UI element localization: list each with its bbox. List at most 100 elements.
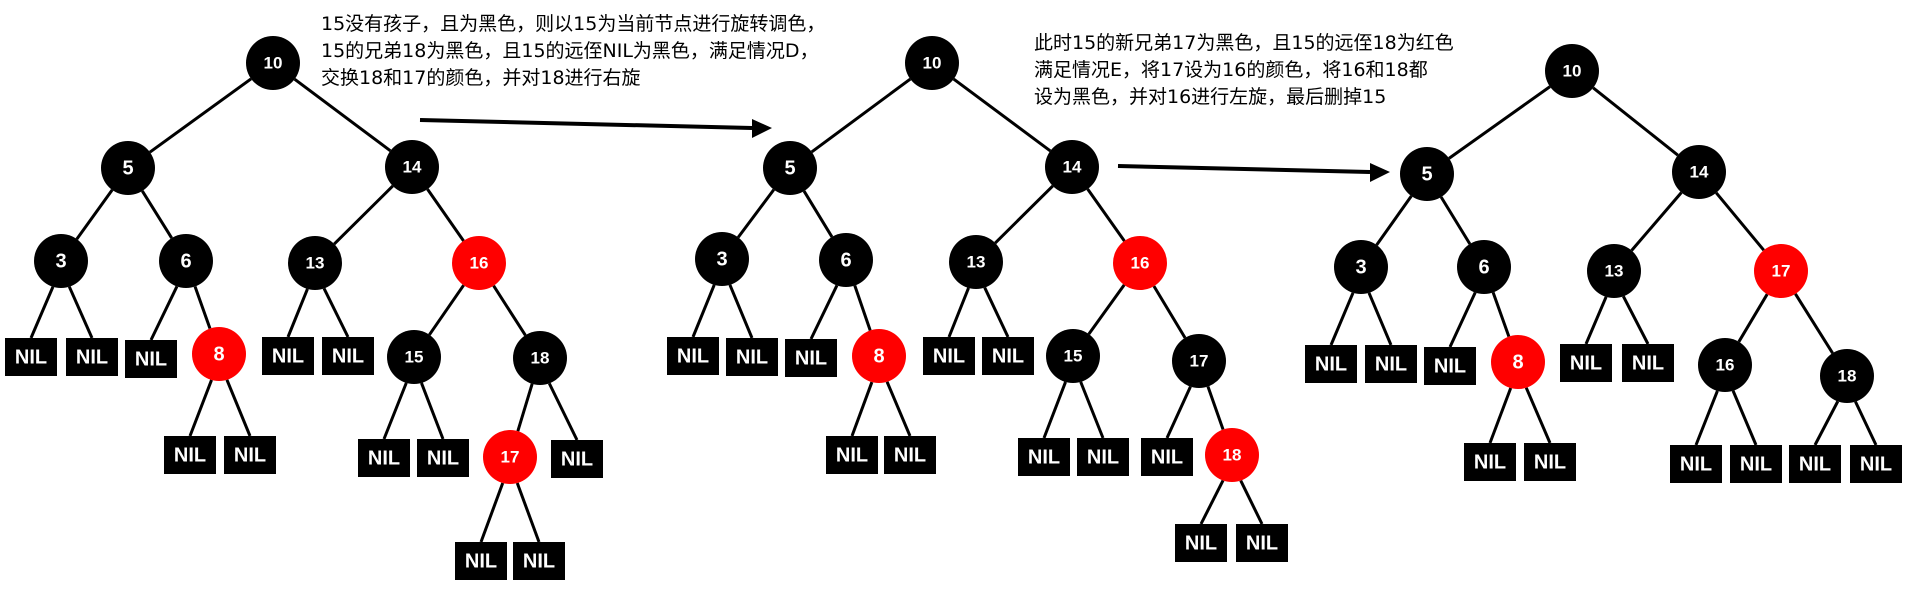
nil-box xyxy=(1730,445,1782,483)
red-node-circle xyxy=(1205,428,1259,482)
tree-edge xyxy=(1086,188,1126,242)
node-label: NIL xyxy=(1680,453,1712,475)
tree-edge xyxy=(1079,381,1105,439)
node-label: NIL xyxy=(1028,446,1060,468)
tree-edge xyxy=(547,382,579,441)
red-node-circle xyxy=(483,430,537,484)
nil-box xyxy=(455,542,507,580)
arrowhead-icon xyxy=(1370,163,1390,182)
node-label: NIL xyxy=(174,444,206,466)
nil-box xyxy=(417,439,469,477)
node-15: 15 xyxy=(1046,329,1100,383)
node-18: 18 xyxy=(1205,428,1259,482)
arrowhead-icon xyxy=(752,119,772,138)
node-label: 13 xyxy=(1605,261,1624,280)
caption-line: 设为黑色，并对16进行左旋，最后删掉15 xyxy=(1034,86,1387,108)
node-label: NIL xyxy=(1434,355,1466,377)
nil-box xyxy=(1789,445,1841,483)
nil-box xyxy=(1365,345,1417,383)
tree-edge xyxy=(322,287,350,338)
tree-edge xyxy=(1622,295,1650,345)
tree-edges xyxy=(1329,85,1878,446)
node-6: 6 xyxy=(159,234,213,288)
nil-leaf: NIL xyxy=(785,339,837,377)
node-label: 18 xyxy=(1223,445,1242,464)
node-13: 13 xyxy=(949,235,1003,289)
caption-line: 满足情况E，将17设为16的颜色，将16和18都 xyxy=(1034,59,1428,81)
tree-edge xyxy=(420,382,445,440)
tree-edge xyxy=(1152,285,1187,339)
black-node-circle xyxy=(1698,338,1752,392)
nil-leaf: NIL xyxy=(1850,445,1902,483)
nil-box xyxy=(1424,347,1476,385)
tree-edge xyxy=(428,284,465,336)
black-node-circle xyxy=(513,331,567,385)
nil-leaf: NIL xyxy=(164,436,216,474)
black-node-circle xyxy=(288,236,342,290)
node-17: 17 xyxy=(483,430,537,484)
node-label: NIL xyxy=(272,345,304,367)
tree-edge xyxy=(333,184,394,246)
node-label: NIL xyxy=(1570,352,1602,374)
nil-leaf: NIL xyxy=(455,542,507,580)
node-label: 3 xyxy=(55,250,66,272)
node-label: NIL xyxy=(1087,446,1119,468)
tree-edge xyxy=(193,285,212,330)
tree-edge xyxy=(885,381,912,437)
tree-edge xyxy=(516,383,534,432)
node-label: NIL xyxy=(427,447,459,469)
nil-box xyxy=(726,338,778,376)
node-16: 16 xyxy=(452,236,506,290)
node-17: 17 xyxy=(1172,334,1226,388)
nil-box xyxy=(513,542,565,580)
tree-edge xyxy=(1715,191,1765,252)
tree-edge xyxy=(1439,196,1472,245)
black-node-circle xyxy=(1545,44,1599,98)
node-label: NIL xyxy=(1799,453,1831,475)
node-label: NIL xyxy=(1474,451,1506,473)
node-label: 16 xyxy=(1131,253,1150,272)
nil-box xyxy=(1560,344,1612,382)
nil-box xyxy=(164,436,216,474)
node-3: 3 xyxy=(1334,240,1388,294)
node-label: 14 xyxy=(403,157,422,176)
node-label: 10 xyxy=(264,53,283,72)
node-18: 18 xyxy=(513,331,567,385)
black-node-circle xyxy=(1587,244,1641,298)
tree-edge xyxy=(1524,387,1552,444)
black-node-circle xyxy=(1820,349,1874,403)
node-14: 14 xyxy=(1672,145,1726,199)
tree-edge xyxy=(952,77,1052,153)
nil-box xyxy=(1141,438,1193,476)
nil-leaf: NIL xyxy=(826,436,878,474)
black-node-circle xyxy=(387,330,441,384)
tree-edge xyxy=(947,287,970,338)
node-5: 5 xyxy=(763,141,817,195)
black-node-circle xyxy=(1672,145,1726,199)
tree-edge xyxy=(809,284,839,340)
node-label: NIL xyxy=(1534,451,1566,473)
node-label: 3 xyxy=(1355,256,1366,278)
node-10: 10 xyxy=(1545,44,1599,98)
black-node-circle xyxy=(1172,334,1226,388)
nil-box xyxy=(1236,524,1288,562)
tree-edge xyxy=(1694,390,1719,446)
node-label: NIL xyxy=(1151,446,1183,468)
tree-edge xyxy=(802,190,834,238)
tree-edge xyxy=(983,286,1010,338)
nil-leaf: NIL xyxy=(1524,443,1576,481)
tree-edge xyxy=(1206,385,1225,431)
tree-edge xyxy=(1731,390,1758,446)
nil-box xyxy=(125,340,177,378)
tree-edge xyxy=(382,382,408,440)
node-label: 6 xyxy=(840,249,851,271)
red-node-circle xyxy=(1491,335,1545,389)
nil-leaf: NIL xyxy=(358,439,410,477)
red-node-circle xyxy=(1113,236,1167,290)
nil-box xyxy=(262,337,314,375)
node-10: 10 xyxy=(246,36,300,90)
